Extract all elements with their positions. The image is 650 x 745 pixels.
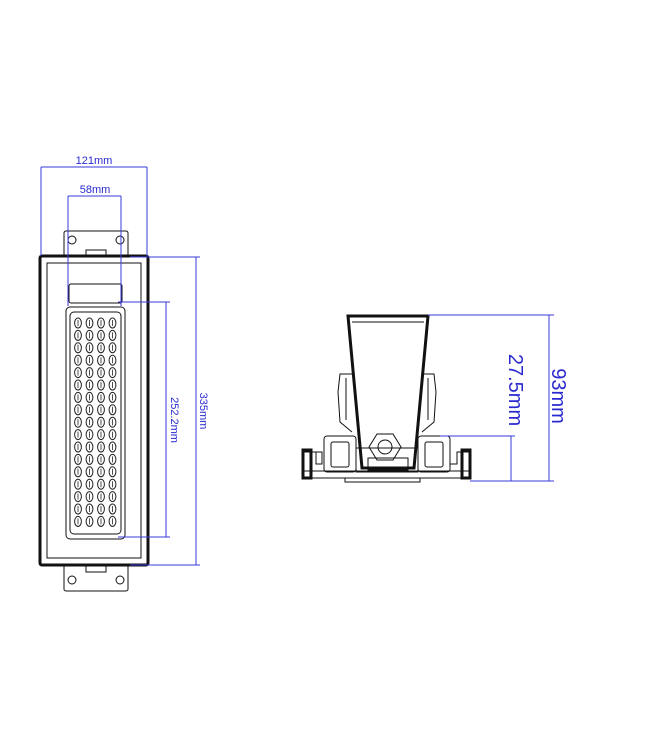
led-lens xyxy=(74,416,82,428)
led-lens xyxy=(74,379,82,391)
led-lens xyxy=(108,515,117,527)
led-lens xyxy=(97,354,105,366)
dim-led-length: 252.2mm xyxy=(168,397,180,443)
led-lens xyxy=(108,466,117,478)
led-lens xyxy=(85,354,94,366)
led-lens xyxy=(85,391,94,403)
led-lens xyxy=(74,441,82,453)
led-lens xyxy=(97,503,105,515)
led-lens xyxy=(85,379,94,391)
led-lens xyxy=(97,441,105,453)
led-lens xyxy=(108,367,117,379)
led-lens xyxy=(108,453,117,465)
led-lens xyxy=(85,515,94,527)
led-panel xyxy=(65,306,126,540)
led-lens xyxy=(108,404,117,416)
side-view-dimensions: 93mm 27.5mm xyxy=(428,314,569,482)
led-lens xyxy=(85,466,94,478)
led-lens xyxy=(85,367,94,379)
led-lens xyxy=(74,429,82,441)
led-lens xyxy=(108,478,117,490)
led-lens xyxy=(85,478,94,490)
led-array xyxy=(74,317,117,527)
led-lens xyxy=(85,491,94,503)
led-lens xyxy=(97,453,105,465)
led-lens xyxy=(74,354,82,366)
led-lens xyxy=(97,379,105,391)
led-lens xyxy=(74,515,82,527)
led-lens xyxy=(74,466,82,478)
dim-led-width: 58mm xyxy=(80,184,111,196)
led-lens xyxy=(74,478,82,490)
led-lens xyxy=(97,329,105,341)
led-lens xyxy=(108,503,117,515)
led-lens xyxy=(74,342,82,354)
housing-outer xyxy=(38,254,150,567)
led-lens xyxy=(85,317,94,329)
led-lens xyxy=(85,342,94,354)
led-lens xyxy=(85,429,94,441)
led-lens xyxy=(74,391,82,403)
led-lens xyxy=(85,404,94,416)
led-lens xyxy=(108,429,117,441)
led-lens xyxy=(108,329,117,341)
led-lens xyxy=(108,342,117,354)
led-lens xyxy=(108,391,117,403)
base-housing xyxy=(323,435,451,473)
lamp-head xyxy=(346,314,430,471)
led-lens xyxy=(74,329,82,341)
pivot-bolt xyxy=(368,433,402,461)
led-lens xyxy=(74,491,82,503)
front-view-dimensions: 121mm 58mm 335mm 252.2mm xyxy=(40,155,209,566)
led-lens xyxy=(74,453,82,465)
led-lens xyxy=(74,503,82,515)
led-lens xyxy=(85,329,94,341)
led-lens xyxy=(97,491,105,503)
bottom-mounting-tab xyxy=(63,564,129,592)
led-lens xyxy=(97,466,105,478)
bracket-arms xyxy=(337,373,437,433)
led-lens xyxy=(97,317,105,329)
led-lens xyxy=(97,404,105,416)
housing-inner xyxy=(46,262,142,559)
led-lens xyxy=(108,354,117,366)
top-mounting-tab xyxy=(63,230,129,258)
front-view xyxy=(38,230,150,592)
led-lens xyxy=(74,367,82,379)
led-lens xyxy=(97,342,105,354)
led-lens xyxy=(108,416,117,428)
led-lens xyxy=(85,453,94,465)
side-view xyxy=(301,314,472,483)
led-lens xyxy=(108,317,117,329)
dim-total-height: 93mm xyxy=(547,368,569,424)
led-lens xyxy=(85,503,94,515)
led-lens xyxy=(108,441,117,453)
dim-overall-height: 335mm xyxy=(197,393,209,430)
led-lens xyxy=(85,416,94,428)
led-lens xyxy=(97,515,105,527)
led-lens xyxy=(97,478,105,490)
led-lens xyxy=(108,379,117,391)
base-plate xyxy=(301,448,472,483)
led-lens xyxy=(74,404,82,416)
dim-overall-width: 121mm xyxy=(76,155,113,167)
led-lens xyxy=(85,441,94,453)
led-lens xyxy=(97,391,105,403)
sensor-window xyxy=(68,283,123,304)
dim-base-height: 27.5mm xyxy=(504,354,526,426)
led-lens xyxy=(108,491,117,503)
led-lens xyxy=(97,429,105,441)
led-lens xyxy=(97,416,105,428)
led-lens xyxy=(74,317,82,329)
led-lens xyxy=(97,367,105,379)
